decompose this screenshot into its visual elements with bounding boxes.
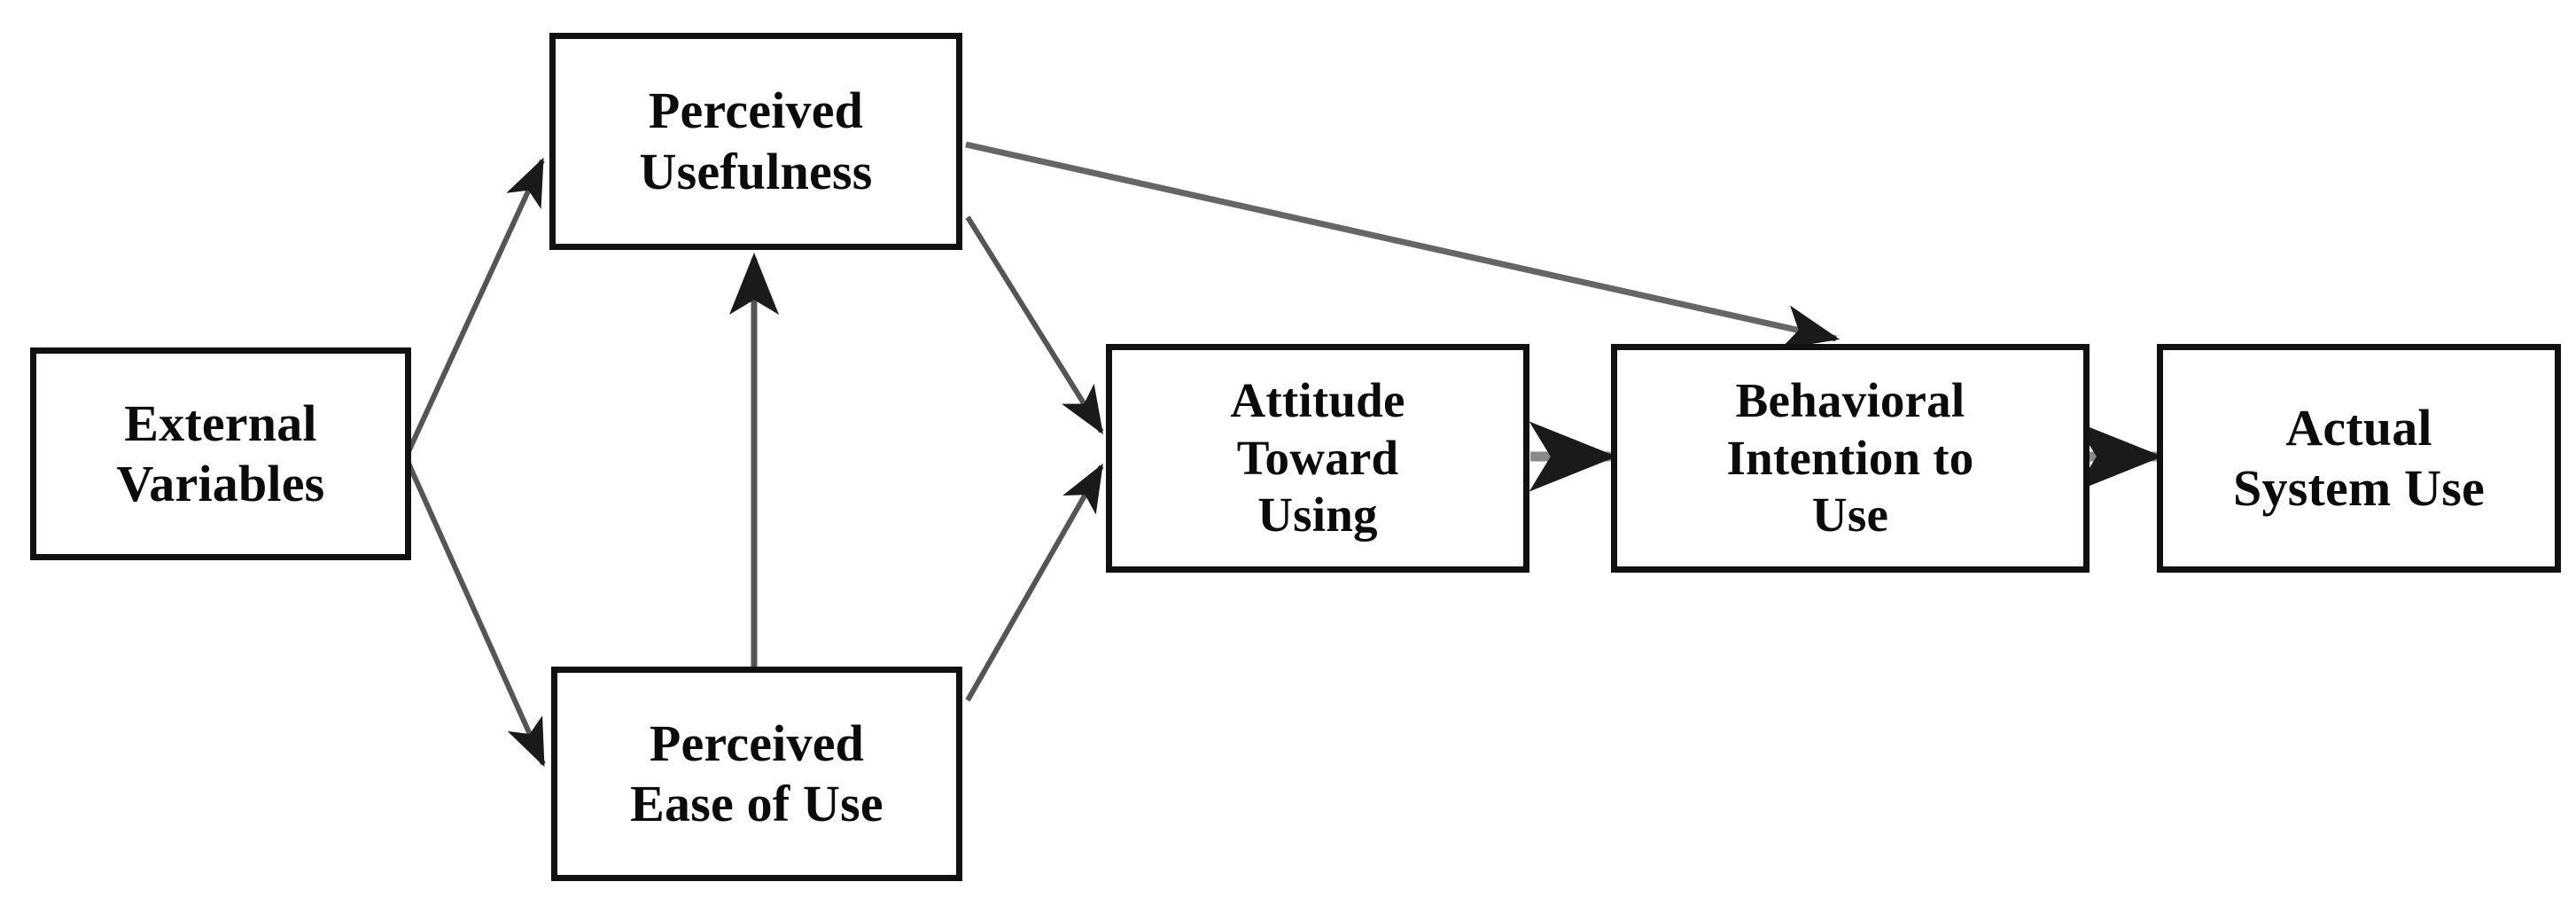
node-perceived-usefulness-label: Perceived Usefulness xyxy=(639,82,873,200)
edge-usefulness-to-attitude xyxy=(965,215,1104,435)
node-actual-system-use-label: Actual System Use xyxy=(2233,398,2485,517)
edge-external-to-ease xyxy=(403,456,546,768)
node-external-variables[interactable]: External Variables xyxy=(30,347,411,560)
node-attitude-toward-using-label: Attitude Toward Using xyxy=(1230,372,1405,542)
edge-external-to-usefulness xyxy=(403,157,545,459)
node-behavioral-intention-to-use-label: Behavioral Intention to Use xyxy=(1726,372,1974,542)
node-perceived-ease-of-use[interactable]: Perceived Ease of Use xyxy=(551,667,962,881)
node-external-variables-label: External Variables xyxy=(116,394,325,512)
node-perceived-ease-of-use-label: Perceived Ease of Use xyxy=(630,714,883,832)
node-perceived-usefulness[interactable]: Perceived Usefulness xyxy=(549,33,962,250)
edge-ease-to-attitude xyxy=(965,463,1104,702)
node-attitude-toward-using[interactable]: Attitude Toward Using xyxy=(1106,344,1529,573)
node-actual-system-use[interactable]: Actual System Use xyxy=(2157,344,2561,573)
node-behavioral-intention-to-use[interactable]: Behavioral Intention to Use xyxy=(1611,344,2090,573)
edge-usefulness-to-behavioral xyxy=(965,141,1841,349)
